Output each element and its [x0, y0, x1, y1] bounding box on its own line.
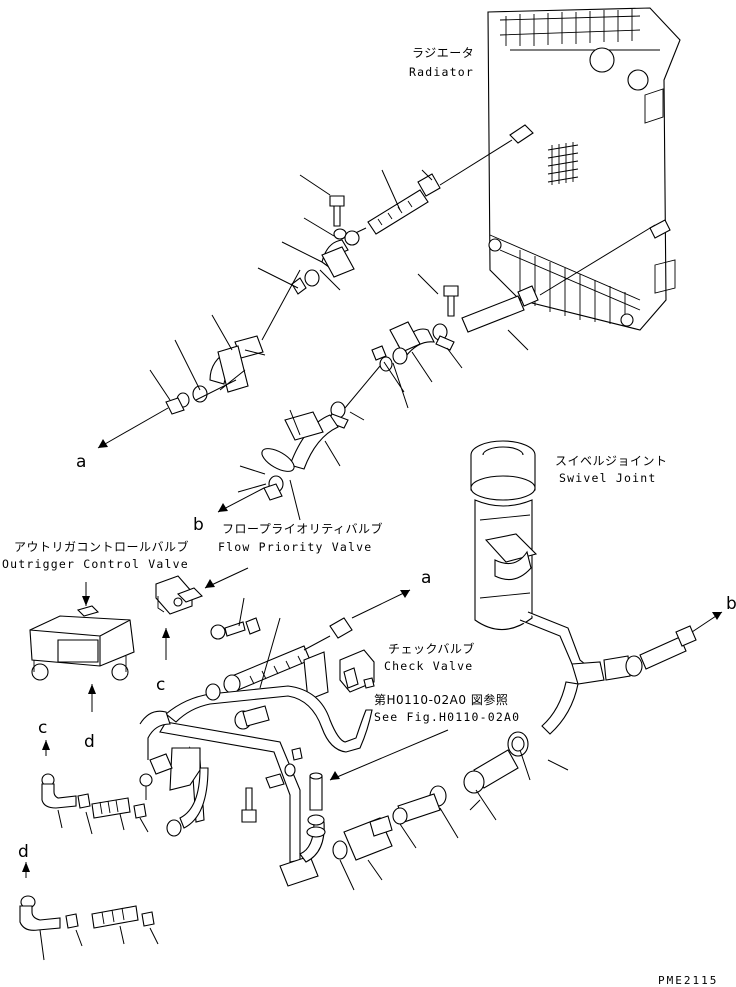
outrigger-control-valve	[29, 582, 135, 712]
swivel-label-jp: スイベルジョイント	[555, 454, 668, 468]
ref-b-left: b	[193, 515, 204, 535]
lower-hose-assembly	[261, 224, 656, 501]
central-piping	[139, 589, 411, 887]
ref-a-right: a	[421, 568, 431, 588]
ref-arrow-b-left	[217, 487, 265, 513]
ref-c-upper: c	[156, 675, 165, 695]
radiator-label-en: Radiator	[409, 65, 474, 79]
ref-b-right: b	[726, 594, 736, 614]
ref-d-upper: d	[84, 732, 95, 752]
ref-c-lower: c	[38, 718, 47, 738]
outrigger-label-jp: アウトリガコントロールバルブ	[14, 539, 189, 554]
ref-arrow-a-left	[97, 407, 169, 449]
see-fig-label-en: See Fig.H0110-02A0	[374, 710, 520, 724]
check-valve-label-en: Check Valve	[384, 659, 473, 673]
swivel-outlet-line	[519, 611, 723, 735]
line-d-assembly	[19, 862, 159, 961]
swivel-label-en: Swivel Joint	[559, 471, 656, 485]
ref-a-left: a	[76, 452, 86, 472]
upper-hose-assembly	[165, 139, 513, 415]
outrigger-label-en: Outrigger Control Valve	[2, 557, 189, 571]
radiator-label-jp: ラジエータ	[412, 46, 474, 60]
flow-priority-valve	[155, 575, 203, 660]
flow-valve-label-jp: フロープライオリティバルブ	[222, 521, 383, 536]
lower-right-hose-chain	[332, 731, 569, 891]
figure-code: PME2115	[658, 974, 718, 987]
check-valve-label-jp: チェックバルブ	[388, 641, 475, 656]
swivel-joint	[470, 440, 538, 631]
radiator	[487, 7, 681, 331]
see-fig-label-jp: 第H0110-02A0 図参照	[374, 692, 508, 707]
ref-d-lower: d	[18, 842, 29, 862]
line-c-assembly	[41, 740, 149, 835]
leader-lines-upper	[149, 169, 529, 521]
see-fig-leader	[329, 729, 449, 781]
flow-valve-label-en: Flow Priority Valve	[218, 540, 372, 554]
